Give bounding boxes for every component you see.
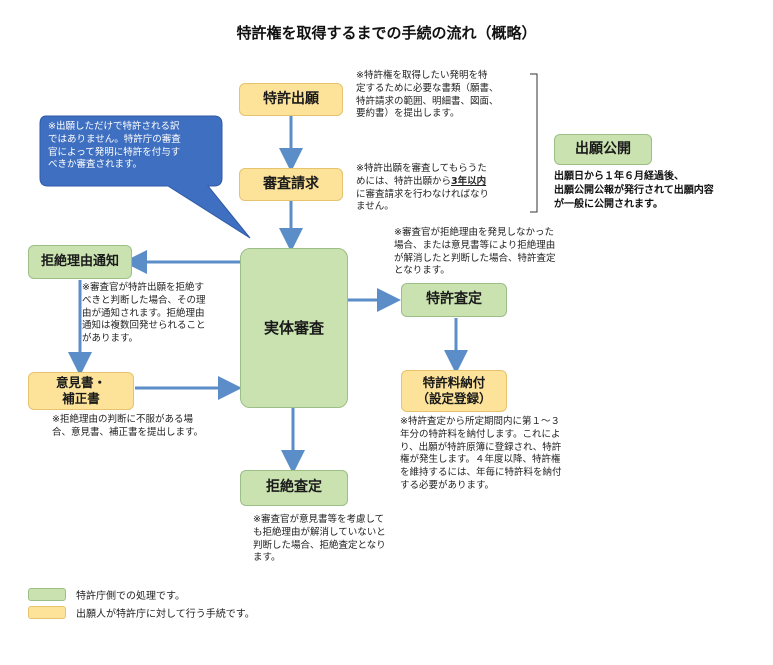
box-grant-decision: 特許査定 [401,283,507,317]
note-exam-request: ※特許出願を審査してもらうた めには、特許出願から3年以内 に審査請求を行わなけ… [356,163,528,214]
legend-label-office: 特許庁側での処理です。 [76,591,185,602]
note-exam-request-pre: ※特許出願を審査してもらうた めには、特許出願から [356,163,487,187]
note-refusal-notice: ※審査官が特許出願を拒絶す べきと判断した場合、その理 由が通知されます。拒絶理… [82,282,206,345]
publication-bracket [530,73,538,213]
box-exam-request: 審査請求 [239,168,343,201]
box-publication: 出願公開 [554,134,652,165]
note-grant: ※審査官が拒絶理由を発見しなかった 場合、または意見書等により拒絶理由 が解消し… [394,227,556,277]
box-refusal-decision: 拒絶査定 [240,470,348,506]
box-patent-application: 特許出願 [239,83,343,116]
note-application: ※特許権を取得したい発明を特 定するために必要な書類（願書、 特許請求の範囲、明… [356,70,499,120]
legend-swatch-office [28,588,66,601]
note-exam-request-post: に審査請求を行わなければなり ません。 [356,188,490,213]
legend-label-applicant: 出願人が特許庁に対して行う手続です。 [76,609,255,620]
note-fee: ※特許査定から所定期間内に第１～３ 年分の特許料を納付します。これによ り、出願… [400,416,562,492]
legend-swatch-applicant [28,606,66,619]
page-title: 特許権を取得するまでの手続の流れ（概略） [236,24,537,42]
box-opinion-amendment: 意見書・ 補正書 [28,372,134,410]
note-opinion: ※拒絶理由の判断に不服がある場 合、意見書、補正書を提出します。 [52,414,204,438]
speech-bubble [39,115,251,239]
bubble-note: ※出願しただけで特許される訳 ではありません。特許庁の審査 官によって発明に特許… [48,121,181,171]
note-publication: 出願日から１年６月経過後、 出願公開公報が発行されて出願内容 が一般に公開されま… [554,171,714,210]
box-fee-payment: 特許料納付 （設定登録） [401,370,507,412]
note-refusal-decision: ※審査官が意見書等を考慮して も拒絶理由が解消していないと 判断した場合、拒絶査… [253,514,386,564]
box-substantive-exam: 実体審査 [240,248,348,408]
note-exam-request-emph: 3年以内 [451,175,487,187]
box-refusal-notice: 拒絶理由通知 [28,245,132,279]
